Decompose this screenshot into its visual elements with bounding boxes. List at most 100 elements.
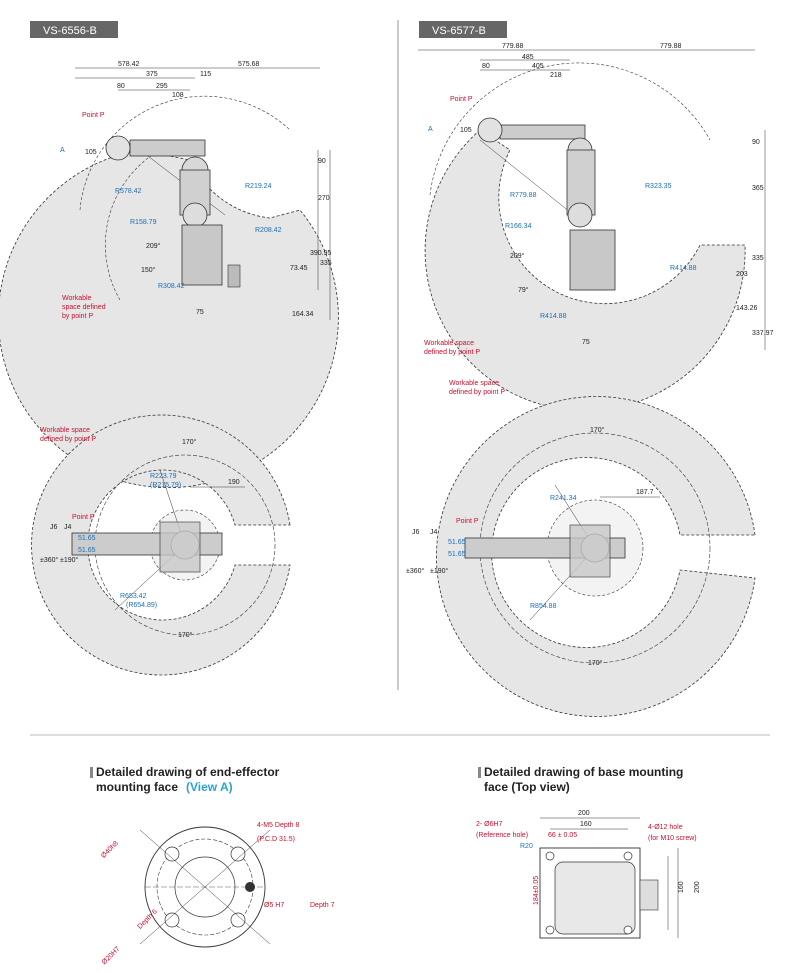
- svg-text:150°: 150°: [141, 266, 156, 274]
- right-top-view: Workable space defined by point P 170° 1…: [406, 380, 756, 717]
- svg-text:335: 335: [320, 260, 332, 267]
- svg-text:160: 160: [580, 821, 592, 828]
- workable-area: [424, 129, 746, 412]
- svg-text:200: 200: [694, 881, 701, 893]
- svg-text:(View A): (View A): [186, 780, 233, 794]
- svg-text:by point P: by point P: [62, 313, 93, 320]
- svg-text:405: 405: [532, 63, 544, 70]
- svg-text:R158.79: R158.79: [130, 219, 157, 226]
- svg-text:143.26: 143.26: [736, 305, 758, 312]
- svg-text:A: A: [60, 147, 65, 154]
- detail-base-mounting: Detailed drawing of base mounting face (…: [476, 765, 701, 939]
- svg-text:VS-6577-B: VS-6577-B: [432, 25, 486, 37]
- svg-text:335: 335: [752, 255, 764, 262]
- svg-text:365: 365: [752, 185, 764, 192]
- svg-text:209°: 209°: [146, 242, 161, 250]
- svg-text:Point P: Point P: [456, 518, 479, 525]
- svg-text:200: 200: [578, 810, 590, 817]
- svg-text:Ø5 H7: Ø5 H7: [264, 902, 284, 909]
- svg-text:face (Top view): face (Top view): [484, 780, 570, 794]
- svg-text:Detailed drawing of end-effect: Detailed drawing of end-effector: [96, 765, 280, 779]
- svg-text:270: 270: [318, 195, 330, 202]
- workable-area: [0, 149, 339, 488]
- svg-text:Workable: Workable: [62, 295, 92, 302]
- svg-text:170°: 170°: [588, 659, 603, 667]
- robot-top-left: [71, 521, 223, 573]
- svg-text:±190°: ±190°: [430, 567, 449, 575]
- svg-text:Depth 7: Depth 7: [310, 902, 335, 909]
- model-tag-left: VS-6556-B: [30, 21, 118, 38]
- svg-text:108: 108: [172, 92, 184, 99]
- svg-text:mounting face: mounting face: [96, 780, 178, 794]
- svg-text:779.88: 779.88: [502, 43, 524, 50]
- svg-text:R208.42: R208.42: [255, 227, 282, 234]
- svg-text:R223.79: R223.79: [150, 473, 177, 480]
- svg-text:Point P: Point P: [82, 112, 105, 119]
- svg-text:337.97: 337.97: [752, 330, 774, 337]
- svg-text:J6: J6: [412, 529, 420, 536]
- workable-area: [31, 414, 291, 676]
- svg-text:J4: J4: [430, 529, 438, 536]
- svg-text:R219.24: R219.24: [245, 183, 272, 190]
- svg-text:R779.88: R779.88: [510, 192, 537, 199]
- svg-text:defined by point P: defined by point P: [449, 389, 505, 396]
- svg-text:Point P: Point P: [450, 96, 473, 103]
- svg-text:51.65: 51.65: [448, 539, 466, 546]
- svg-text:375: 375: [146, 71, 158, 78]
- svg-text:J4: J4: [64, 524, 72, 531]
- svg-text:Detailed drawing of base mount: Detailed drawing of base mounting: [484, 765, 683, 779]
- svg-text:51.65: 51.65: [448, 551, 466, 558]
- svg-text:75: 75: [196, 309, 204, 316]
- svg-text:66 ± 0.05: 66 ± 0.05: [548, 832, 577, 839]
- svg-text:R414.88: R414.88: [540, 313, 567, 320]
- robot-arm-right: [477, 117, 616, 291]
- svg-text:184±0.05: 184±0.05: [533, 876, 540, 905]
- svg-text:(R654.89): (R654.89): [126, 602, 157, 609]
- svg-text:170°: 170°: [182, 438, 197, 446]
- svg-text:R308.42: R308.42: [158, 283, 185, 290]
- workable-area: [436, 396, 756, 717]
- detail-end-effector: Detailed drawing of end-effector mountin…: [90, 765, 335, 966]
- svg-text:203: 203: [736, 271, 748, 278]
- svg-text:±360°: ±360°: [40, 556, 59, 564]
- svg-text:Workable space: Workable space: [449, 380, 499, 387]
- svg-text:575.68: 575.68: [238, 61, 260, 68]
- svg-text:(R215.79): (R215.79): [150, 482, 181, 489]
- svg-text:±190°: ±190°: [60, 556, 79, 564]
- svg-text:(for M10 screw): (for M10 screw): [648, 835, 697, 842]
- svg-text:578.42: 578.42: [118, 61, 140, 68]
- svg-text:170°: 170°: [178, 631, 193, 639]
- svg-text:51.65: 51.65: [78, 547, 96, 554]
- svg-text:115: 115: [200, 71, 211, 78]
- left-top-view: Workable space defined by point P 170° 1…: [31, 414, 291, 676]
- svg-text:190: 190: [228, 479, 240, 486]
- svg-text:90: 90: [752, 139, 760, 146]
- svg-text:Ø40h8: Ø40h8: [100, 840, 120, 860]
- svg-text:73.45: 73.45: [290, 265, 308, 272]
- svg-text:75: 75: [582, 339, 590, 346]
- robot-arm-left: [105, 135, 241, 288]
- svg-text:R653.42: R653.42: [120, 593, 147, 600]
- svg-text:R854.88: R854.88: [530, 603, 557, 610]
- svg-text:80: 80: [117, 83, 125, 90]
- svg-text:A: A: [428, 126, 433, 133]
- svg-text:485: 485: [522, 54, 534, 61]
- svg-text:164.34: 164.34: [292, 311, 314, 318]
- svg-text:170°: 170°: [590, 426, 605, 434]
- svg-text:R166.34: R166.34: [505, 223, 532, 230]
- svg-text:51.65: 51.65: [78, 535, 96, 542]
- svg-text:R414.88: R414.88: [670, 265, 697, 272]
- svg-text:105: 105: [85, 149, 97, 156]
- svg-text:(Reference hole): (Reference hole): [476, 832, 528, 839]
- svg-text:295: 295: [156, 83, 168, 90]
- svg-text:Workable space: Workable space: [424, 340, 474, 347]
- svg-text:105: 105: [460, 127, 472, 134]
- svg-text:defined by point P: defined by point P: [424, 349, 480, 356]
- svg-text:79°: 79°: [518, 286, 529, 294]
- svg-text:R323.35: R323.35: [645, 183, 672, 190]
- svg-text:R20: R20: [520, 843, 533, 850]
- svg-text:779.88: 779.88: [660, 43, 682, 50]
- left-side-view: 578.42 575.68 375 115 80 295 108 90 270 …: [0, 61, 339, 488]
- svg-text:R578.42: R578.42: [115, 188, 142, 195]
